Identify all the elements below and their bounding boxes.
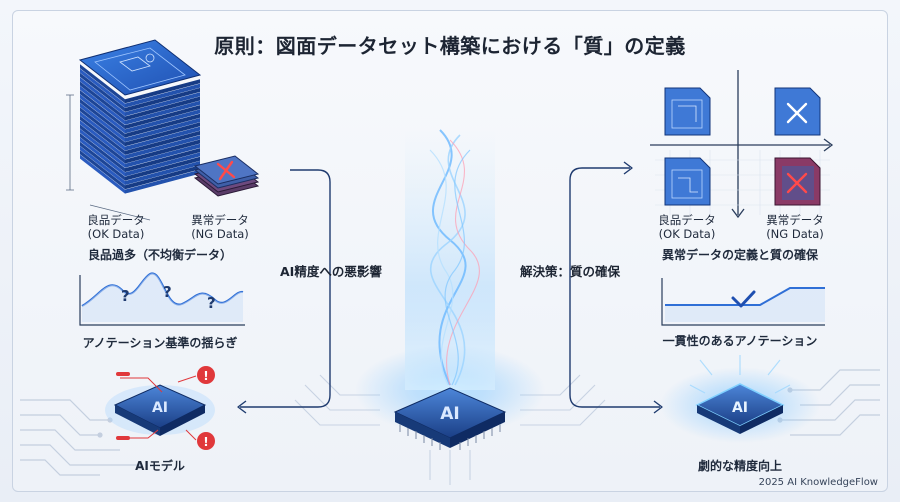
stack-sheet-edge xyxy=(125,169,200,194)
stack-sheet-edge xyxy=(80,90,125,130)
stack-sheet-edge xyxy=(125,161,200,185)
stack-sheet-edge xyxy=(125,100,200,125)
stack-sheet-edge xyxy=(125,156,200,181)
right-ok-label: 良品データ(OK Data) xyxy=(658,213,716,241)
stack-sheet-edge xyxy=(125,79,200,104)
svg-text:?: ? xyxy=(121,287,130,305)
left-flow-arrow xyxy=(237,169,331,414)
stack-sheet-edge xyxy=(125,96,200,121)
negative-impact-label: AI精度への悪影響 xyxy=(280,264,382,279)
stack-sheet-edge xyxy=(125,118,200,142)
svg-text:?: ? xyxy=(163,283,172,301)
stack-sheet-edge xyxy=(80,81,125,121)
consistency-chart xyxy=(661,278,825,326)
circuit-lines-left xyxy=(20,399,143,476)
stack-sheet-edge xyxy=(80,128,125,168)
left-chip-text: AI xyxy=(152,400,168,416)
stack-sheet-edge xyxy=(80,137,125,177)
ok-document-icon xyxy=(664,87,711,136)
stack-sheet-edge xyxy=(125,109,200,134)
svg-text:!: ! xyxy=(203,369,208,383)
right-chip-text: AI xyxy=(732,400,748,416)
stack-sheet-edge xyxy=(80,150,125,190)
ok-data-stack xyxy=(66,39,202,221)
stack-sheet-edge xyxy=(80,72,125,112)
svg-text:!: ! xyxy=(203,435,208,449)
right-ng-label: 異常データ(NG Data) xyxy=(766,213,824,241)
stack-sheet-edge xyxy=(125,126,200,151)
fluctuation-chart: ? ? ? xyxy=(79,272,245,326)
stack-sheet-edge xyxy=(80,111,125,151)
stack-sheet-edge xyxy=(80,107,125,147)
improvement-caption: 劇的な精度向上 xyxy=(697,459,782,473)
stack-sheet-edge xyxy=(80,115,125,155)
stack-sheet-edge xyxy=(80,64,125,104)
stack-sheet-edge xyxy=(80,120,125,160)
left-ai-chip: ! ! xyxy=(105,366,215,450)
fluctuation-caption: アノテーション基準の揺らぎ xyxy=(82,336,238,350)
right-ai-chip xyxy=(660,355,820,443)
solution-label: 解決策：質の確保 xyxy=(520,264,621,279)
stack-sheet-edge xyxy=(125,148,200,173)
right-flow-arrow xyxy=(569,161,663,414)
stack-sheet-edge xyxy=(80,124,125,164)
stack-sheet-edge xyxy=(80,133,125,173)
consistency-caption: 一貫性のあるアノテーション xyxy=(662,334,818,348)
stack-sheet-edge xyxy=(125,92,200,117)
left-ok-label: 良品データ(OK Data) xyxy=(87,213,145,241)
stack-sheet-edge xyxy=(80,98,125,138)
quadrant-grid xyxy=(650,70,834,219)
footer-credit: 2025 AI KnowledgeFlow xyxy=(758,477,878,488)
left-ng-label: 異常データ(NG Data) xyxy=(191,213,249,241)
stack-sheet-edge xyxy=(80,154,125,194)
svg-text:?: ? xyxy=(207,294,216,312)
imbalance-caption: 良品過多（不均衡データ） xyxy=(87,248,232,262)
stack-sheet-edge xyxy=(125,143,200,168)
page-title: 原則：図面データセット構築における「質」の定義 xyxy=(214,34,686,58)
stack-sheet-edge xyxy=(125,83,200,108)
ng-document-icon-red xyxy=(774,157,821,206)
stack-sheet-edge xyxy=(125,139,200,164)
stack-sheet-edge xyxy=(80,141,125,181)
stack-sheet-edge xyxy=(80,77,125,117)
ai-model-caption: AIモデル xyxy=(135,459,185,473)
stack-sheet-edge xyxy=(80,146,125,185)
ng-data-stack xyxy=(193,155,260,197)
stack-sheet-edge xyxy=(125,130,200,155)
stack-sheet-edge xyxy=(125,87,200,112)
stack-sheet-edge xyxy=(125,135,200,160)
stack-sheet-edge xyxy=(80,103,125,142)
stack-sheet-edge xyxy=(80,68,125,108)
stack-sheet-edge xyxy=(80,94,125,134)
definition-caption: 異常データの定義と質の確保 xyxy=(661,248,818,262)
stack-sheet-edge xyxy=(125,113,200,138)
center-chip-text: AI xyxy=(440,404,459,424)
stack-sheet-edge xyxy=(80,85,125,125)
ok-document-icon-2 xyxy=(664,157,711,206)
circuit-lines-center xyxy=(294,374,606,485)
stack-sheet-edge xyxy=(125,105,200,130)
stack-sheet-edge xyxy=(125,165,200,190)
stack-sheet-edge xyxy=(125,122,200,147)
center-ai-beam xyxy=(355,129,545,450)
stack-sheet-edge xyxy=(125,152,200,177)
ng-document-icon-blue xyxy=(774,87,821,136)
